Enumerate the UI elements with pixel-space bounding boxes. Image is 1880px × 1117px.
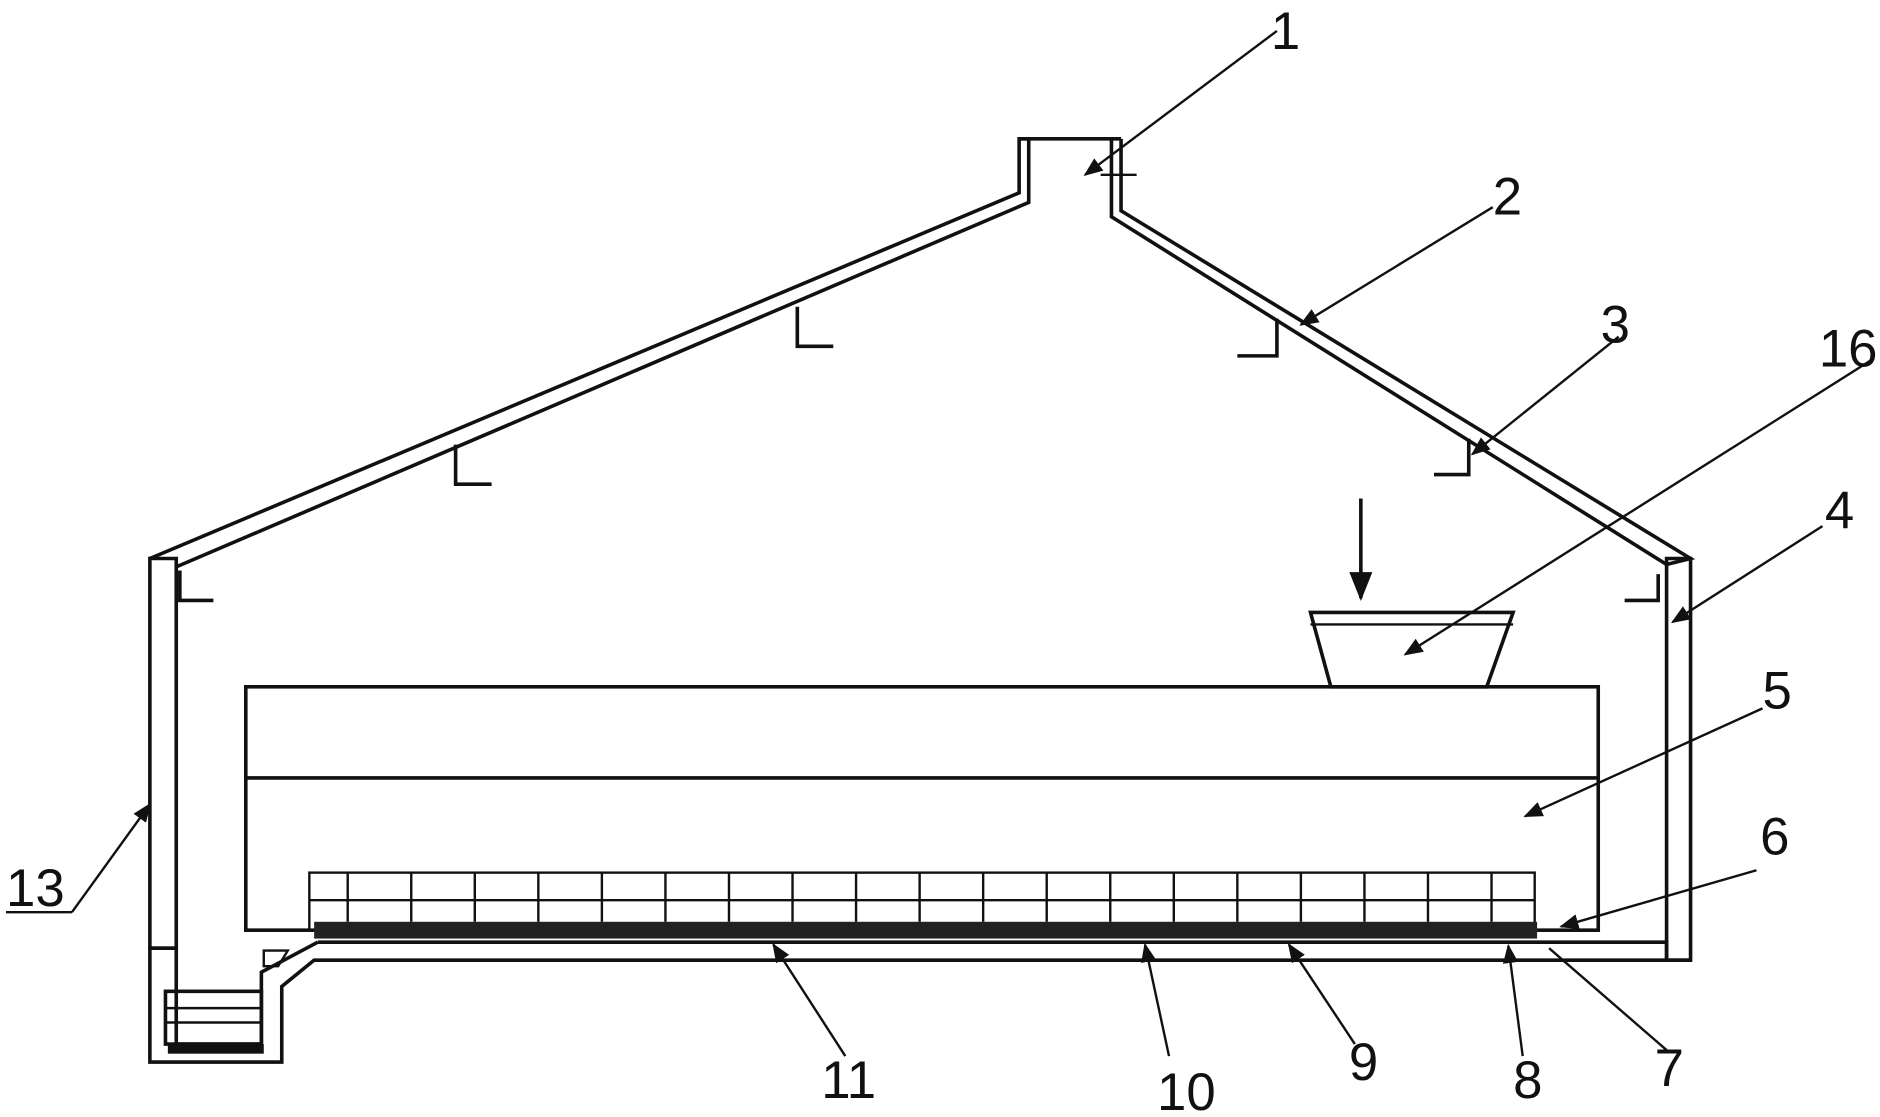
label-13: 13 [6,859,65,918]
label-11: 11 [821,1051,876,1110]
left-wall [148,556,179,950]
label-1: 1 [1271,2,1300,61]
label-4: 4 [1825,482,1854,541]
label-2: 2 [1493,167,1522,226]
label-10: 10 [1157,1063,1216,1117]
label-9: 9 [1349,1033,1378,1092]
part-labels: 1 2 3 16 4 5 6 7 8 9 10 11 13 [6,2,1878,1117]
label-5: 5 [1763,661,1792,720]
label-7: 7 [1655,1039,1684,1098]
leader-lines [5,29,1872,1057]
label-16: 16 [1819,320,1878,379]
roof [149,137,1696,569]
label-6: 6 [1760,808,1789,867]
conveyor-frame [243,684,1601,968]
floor [148,940,1691,1064]
label-3: 3 [1601,296,1630,355]
label-8: 8 [1513,1051,1542,1110]
roof-brackets [178,306,1660,603]
feed-hopper [1308,498,1516,689]
